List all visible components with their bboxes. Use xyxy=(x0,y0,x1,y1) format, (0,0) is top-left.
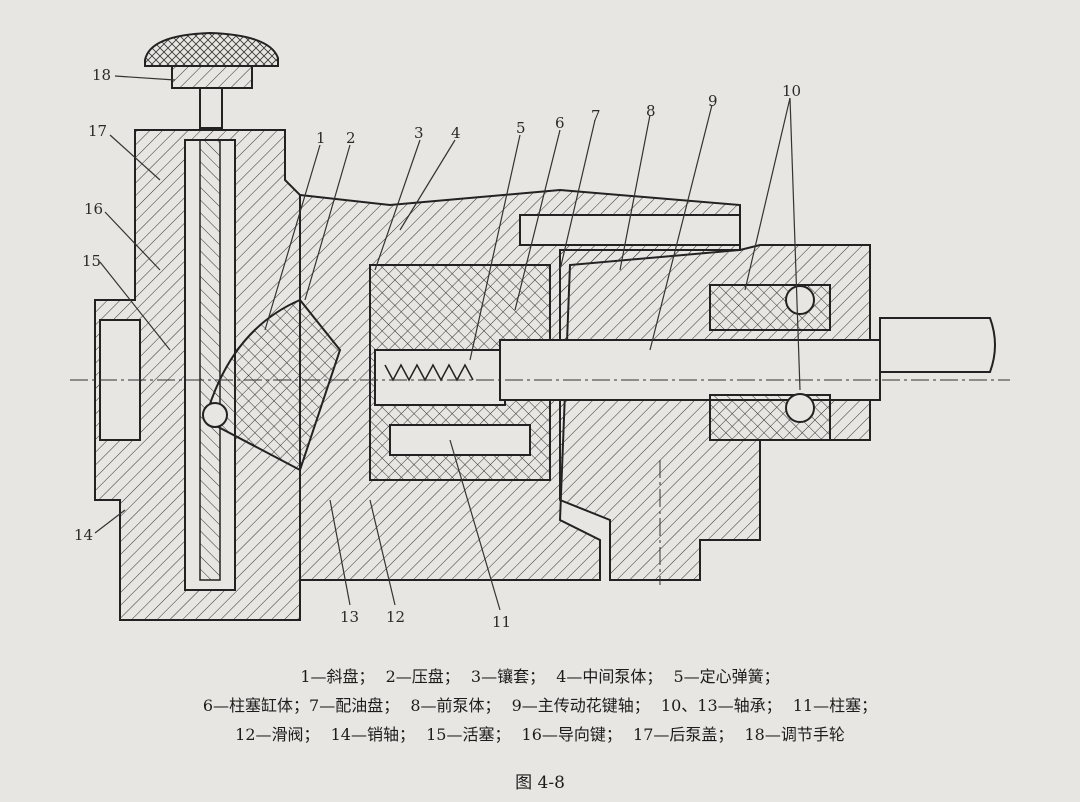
legend-item: 15—活塞； xyxy=(426,725,511,744)
label-9: 9 xyxy=(708,92,718,110)
leader-lines xyxy=(94,75,801,611)
parts-legend: 1—斜盘； 2—压盘； 3—镶套； 4—中间泵体； 5—定心弹簧； 6—柱塞缸体… xyxy=(0,662,1080,749)
legend-item: 4—中间泵体； xyxy=(556,667,663,686)
label-2: 2 xyxy=(346,129,356,147)
legend-item: 11—柱塞； xyxy=(792,696,878,715)
legend-item: 9—主传动花键轴； xyxy=(511,696,650,715)
pump-cross-section-drawing: 18 17 16 15 14 1 2 3 4 5 6 7 8 9 10 13 1… xyxy=(70,31,1010,631)
label-16: 16 xyxy=(84,200,103,218)
legend-item: 5—定心弹簧； xyxy=(673,667,780,686)
label-6: 6 xyxy=(555,114,565,132)
legend-row-1: 1—斜盘； 2—压盘； 3—镶套； 4—中间泵体； 5—定心弹簧； xyxy=(0,662,1080,691)
label-4: 4 xyxy=(451,124,461,142)
handwheel xyxy=(144,31,279,129)
legend-item: 16—导向键； xyxy=(521,725,622,744)
label-18: 18 xyxy=(92,66,111,84)
legend-item: 3—镶套； xyxy=(470,667,546,686)
legend-item: 2—压盘； xyxy=(385,667,460,686)
label-10: 10 xyxy=(782,82,801,100)
label-1: 1 xyxy=(316,129,326,147)
legend-item: 14—销轴； xyxy=(330,725,415,744)
drive-splined-shaft xyxy=(499,317,996,401)
bearing xyxy=(709,284,831,441)
legend-row-2: 6—柱塞缸体；7—配油盘； 8—前泵体； 9—主传动花键轴； 10、13—轴承；… xyxy=(0,691,1080,720)
label-15: 15 xyxy=(82,252,101,270)
label-17: 17 xyxy=(88,122,107,140)
label-11: 11 xyxy=(492,613,511,631)
legend-item: 12—滑阀； xyxy=(235,725,320,744)
label-7: 7 xyxy=(591,107,601,125)
label-3: 3 xyxy=(414,124,424,142)
legend-item: 6—柱塞缸体；7—配油盘； xyxy=(202,696,400,715)
legend-row-3: 12—滑阀； 14—销轴； 15—活塞； 16—导向键； 17—后泵盖； 18—… xyxy=(0,720,1080,749)
label-5: 5 xyxy=(516,119,526,137)
legend-item: 17—后泵盖； xyxy=(633,725,734,744)
figure-caption: 图 4-8 xyxy=(515,773,565,793)
legend-item: 18—调节手轮 xyxy=(744,725,845,744)
legend-item: 1—斜盘； xyxy=(300,667,375,686)
label-13: 13 xyxy=(340,608,359,626)
legend-item: 8—前泵体； xyxy=(410,696,501,715)
label-8: 8 xyxy=(646,102,656,120)
label-12: 12 xyxy=(386,608,405,626)
legend-item: 10、13—轴承； xyxy=(660,696,782,715)
label-14: 14 xyxy=(74,526,93,544)
